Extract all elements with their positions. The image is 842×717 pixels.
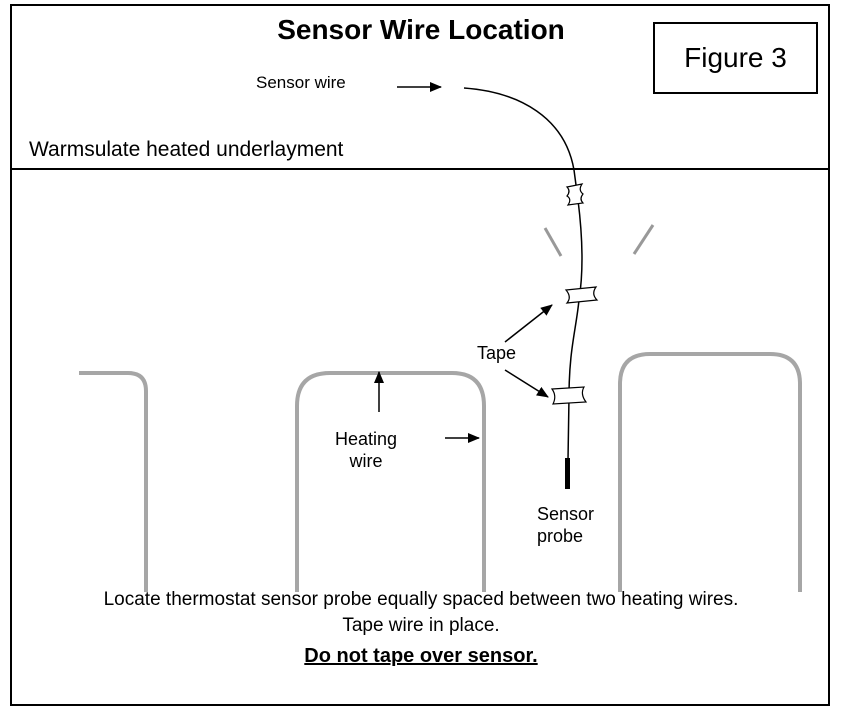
sensor-wire-label: Sensor wire bbox=[256, 73, 346, 92]
tape-piece-2 bbox=[564, 286, 599, 304]
caption-tape-note: Tape wire in place. bbox=[342, 615, 500, 636]
caption-warning: Do not tape over sensor. bbox=[304, 645, 538, 667]
figure-number-box: Figure 3 bbox=[653, 22, 818, 94]
heating-wire bbox=[79, 352, 802, 592]
heating-wire-label-line1: Heating bbox=[334, 429, 398, 449]
sensor-probe-label-line2: probe bbox=[537, 526, 584, 546]
tape-arrow-upper bbox=[504, 304, 553, 343]
figure-number: Figure 3 bbox=[684, 42, 787, 73]
sensor-probe-label: Sensor probe bbox=[537, 503, 617, 547]
tape-piece-3 bbox=[550, 386, 588, 405]
caption-instruction: Locate thermostat sensor probe equally s… bbox=[103, 589, 739, 610]
sensor-wire bbox=[463, 87, 583, 461]
tape-arrow-lower bbox=[504, 369, 549, 398]
heating-wire-loop-middle bbox=[295, 371, 486, 592]
sensor-probe-label-line1: Sensor bbox=[537, 504, 595, 524]
figure-frame bbox=[10, 4, 830, 706]
tick-mark-left bbox=[543, 227, 563, 257]
tape-piece-1 bbox=[565, 183, 585, 206]
sensor-probe bbox=[565, 458, 570, 489]
figure-title: Sensor Wire Location bbox=[277, 14, 565, 45]
heating-wire-label-line2: wire bbox=[349, 451, 383, 471]
heating-wire-loop-right bbox=[618, 352, 802, 592]
underlayment-label: Warmsulate heated underlayment bbox=[29, 138, 344, 161]
tape-label: Tape bbox=[477, 343, 517, 363]
tick-mark-right bbox=[632, 224, 655, 255]
heating-wire-loop-left bbox=[79, 371, 148, 592]
heating-wire-label: Heating wire bbox=[314, 428, 418, 472]
